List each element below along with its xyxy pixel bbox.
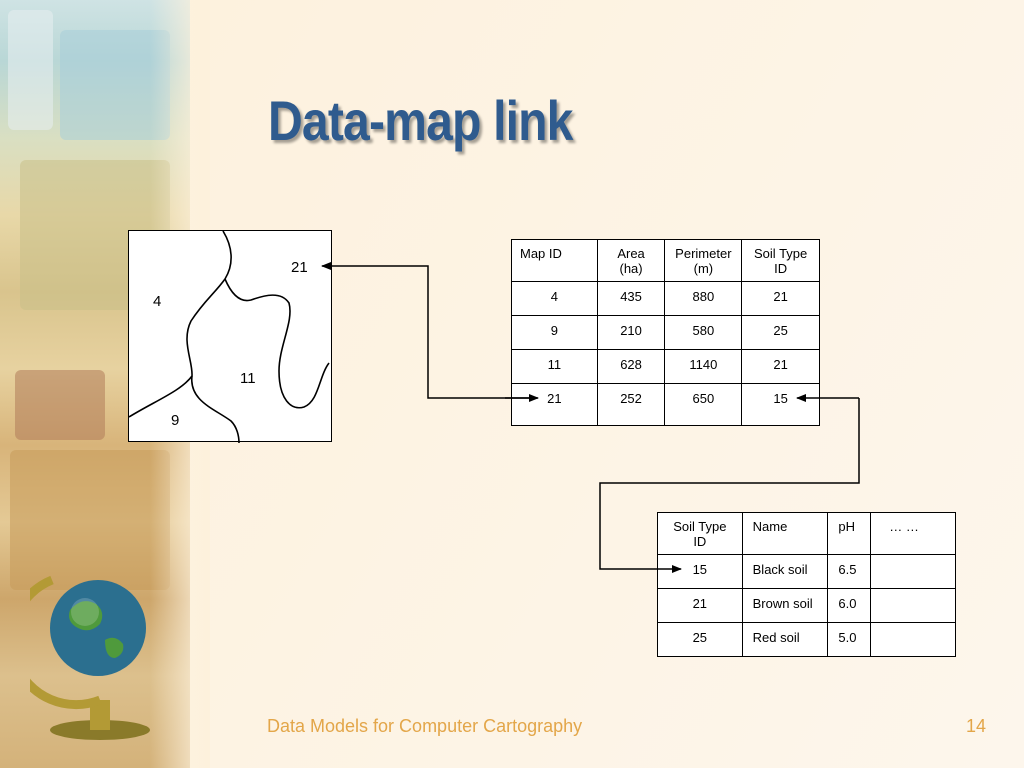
table-row: 9 210 580 25	[511, 315, 820, 350]
map-label-11: 11	[240, 370, 256, 387]
cell-area: 252	[596, 383, 666, 426]
cell-soil-type-id: 25	[741, 315, 820, 350]
map-label-4: 4	[153, 293, 162, 310]
cell-name: Black soil	[741, 554, 829, 589]
cell-more	[870, 554, 956, 589]
arrow-row-to-polygon	[321, 262, 537, 399]
map-label-9: 9	[171, 412, 180, 429]
table-row: 21 252 650 15	[511, 383, 820, 426]
cell-soil-type-id: 15	[657, 554, 743, 589]
polygon-boundaries	[129, 231, 330, 443]
cell-perimeter: 1140	[664, 349, 743, 384]
polygon-map: 21 4 11 9	[128, 230, 332, 443]
map-label-21: 21	[291, 259, 308, 276]
globe-icon	[30, 575, 150, 740]
cell-perimeter: 650	[664, 383, 743, 426]
table-row: 11 628 1140 21	[511, 349, 820, 384]
cell-ph: 6.5	[827, 554, 872, 589]
cell-map-id: 21	[511, 383, 598, 426]
cell-soil-type-id: 21	[657, 588, 743, 623]
cell-perimeter: 880	[664, 281, 743, 316]
cell-soil-type-id: 21	[741, 281, 820, 316]
asia-map-patch	[10, 450, 170, 590]
cell-soil-type-id: 25	[657, 622, 743, 657]
cell-map-id: 9	[511, 315, 598, 350]
table-row: 4 435 880 21	[511, 281, 820, 316]
cell-area: 210	[596, 315, 666, 350]
table-row: 15 Black soil 6.5	[657, 554, 956, 589]
cell-more	[870, 622, 956, 657]
table-row: 25 Red soil 5.0	[657, 622, 956, 657]
boundary-9-11	[191, 375, 240, 443]
header-area: Area(ha)	[596, 239, 666, 282]
cell-name: Brown soil	[741, 588, 829, 623]
figures-illustration	[15, 370, 105, 440]
page-number: 14	[966, 716, 987, 736]
boundary-11-21	[224, 278, 330, 409]
header-name: Name	[741, 512, 829, 555]
boundary-4-9	[129, 231, 232, 418]
cell-area: 435	[596, 281, 666, 316]
header-perimeter: Perimeter(m)	[664, 239, 743, 282]
cell-area: 628	[596, 349, 666, 384]
cell-map-id: 4	[511, 281, 598, 316]
cell-ph: 5.0	[827, 622, 872, 657]
slide-title: Data-map link	[268, 89, 573, 152]
header-more: … …	[870, 512, 956, 555]
arrow-to-soil-table	[599, 398, 860, 573]
footer-title: Data Models for Computer Cartography	[267, 716, 583, 736]
header-ph: pH	[827, 512, 872, 555]
screen-thumbnail	[8, 10, 53, 130]
table-row: 21 Brown soil 6.0	[657, 588, 956, 623]
cell-ph: 6.0	[827, 588, 872, 623]
cell-soil-type-id: 15	[741, 383, 820, 426]
cell-name: Red soil	[741, 622, 829, 657]
